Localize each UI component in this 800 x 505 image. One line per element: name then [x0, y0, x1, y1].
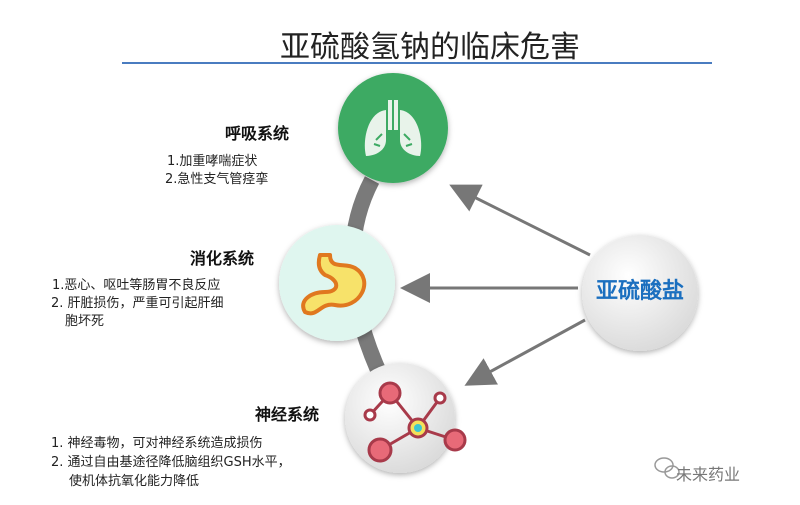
respiratory-item: 1.加重哮喘症状: [167, 154, 258, 169]
center-label: 亚硫酸盐: [595, 279, 684, 304]
arrow-to-respiratory: [449, 184, 591, 257]
digestive-item: 2. 肝脏损伤，严重可引起肝细: [51, 296, 224, 311]
nervous-item: 2. 通过自由基途径降低脑组织GSH水平，: [51, 455, 291, 470]
respiratory-heading: 呼吸系统: [225, 124, 290, 143]
stomach-icon: [279, 225, 395, 341]
respiratory-item: 2.急性支气管痉挛: [165, 172, 269, 187]
lungs-icon: [338, 73, 448, 183]
center-circle: [582, 235, 698, 351]
nervous-heading: 神经系统: [255, 405, 320, 424]
nervous-item: 使机体抗氧化能力降低: [69, 474, 200, 489]
digestive-item: 1.恶心、呕吐等肠胃不良反应: [52, 278, 221, 293]
page-title: 亚硫酸氢钠的临床危害: [280, 30, 580, 65]
digestive-heading: 消化系统: [190, 249, 255, 268]
wechat-icon: [654, 457, 680, 479]
nervous-item: 1. 神经毒物，可对神经系统造成损伤: [51, 436, 263, 451]
neuron-icon: [345, 363, 467, 473]
watermark: 未来药业: [676, 465, 741, 484]
arrow-to-nervous: [464, 318, 586, 386]
digestive-item: 胞坏死: [65, 314, 105, 329]
